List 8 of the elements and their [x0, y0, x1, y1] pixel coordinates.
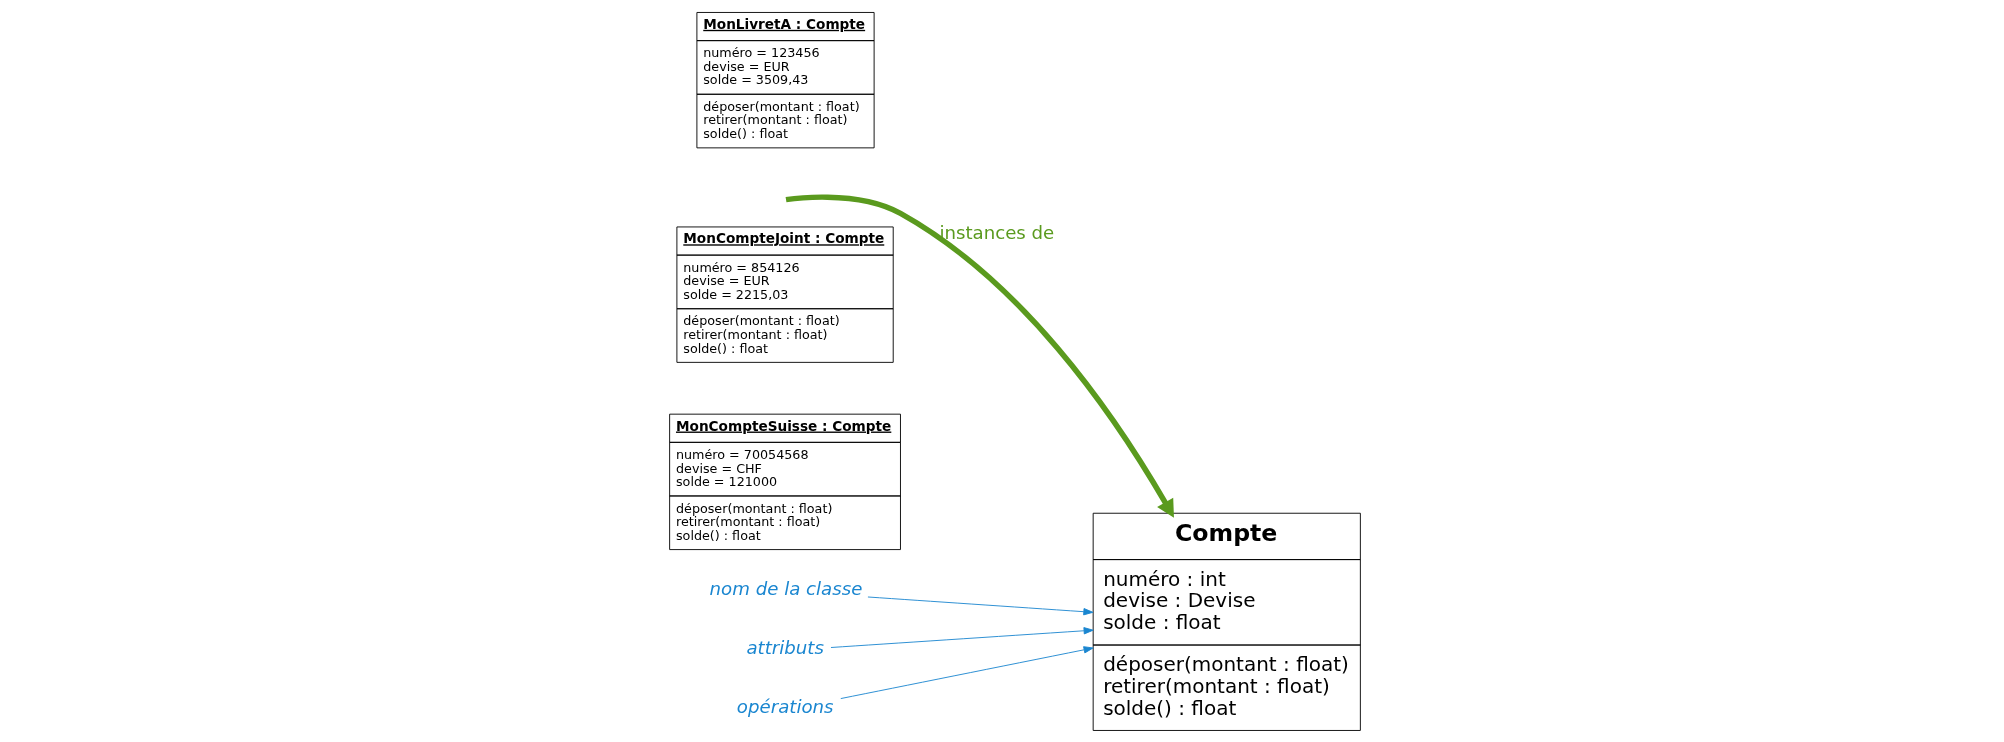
- arrow: [785, 194, 1174, 518]
- arrow: [839, 646, 1094, 699]
- arrow: [830, 627, 1094, 648]
- node-text: attributs: [745, 637, 824, 659]
- edge-label: instances de: [938, 221, 1054, 243]
- arrow: [866, 596, 1093, 616]
- node-text: nom de la classe: [709, 578, 862, 600]
- node-text: opérations: [736, 696, 834, 718]
